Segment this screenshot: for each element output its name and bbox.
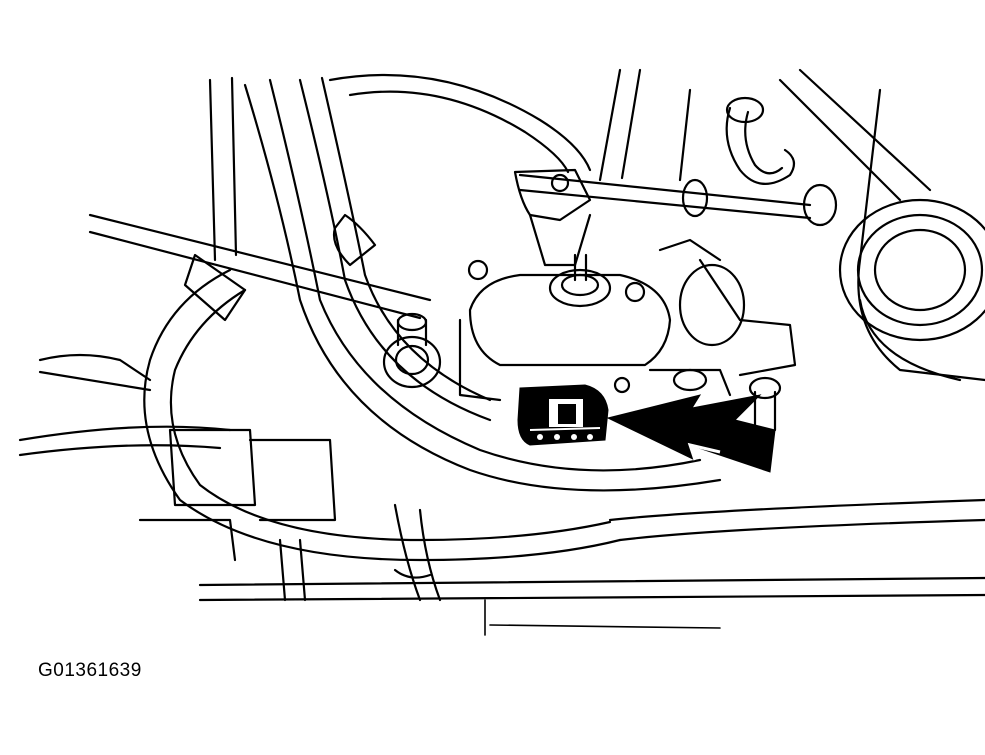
- sensor-connector: [517, 384, 609, 446]
- shift-linkage: [513, 96, 838, 267]
- mounting-bolts: [382, 312, 782, 432]
- lower-brackets: [138, 428, 337, 562]
- callout-arrow: [606, 394, 776, 473]
- coolant-hoses: [143, 73, 722, 602]
- figure-id-label: G01361639: [38, 660, 142, 681]
- engine-line-illustration: [18, 68, 985, 636]
- range-sensor: [458, 238, 797, 402]
- transmission-housing: [18, 68, 985, 636]
- pump-housing-right: [838, 198, 985, 342]
